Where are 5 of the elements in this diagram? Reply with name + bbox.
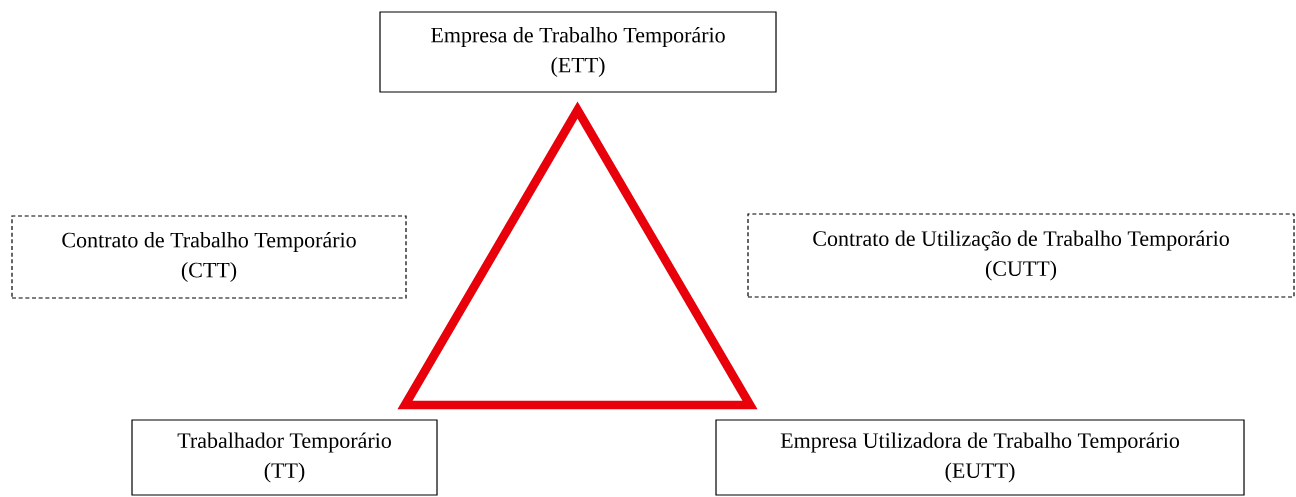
party-box: Empresa Utilizadora de Trabalho Temporário (EUTT) xyxy=(715,419,1245,496)
dashed-contract-box: Contrato de Utilização de Trabalho Temporário (CUTT) xyxy=(747,213,1295,298)
dashed-contract-box: Contrato de Trabalho Temporário (CTT) xyxy=(11,215,407,299)
party-box: Trabalhador Temporário (TT) xyxy=(131,419,438,496)
party-box: Empresa de Trabalho Temporário (ETT) xyxy=(379,11,777,93)
